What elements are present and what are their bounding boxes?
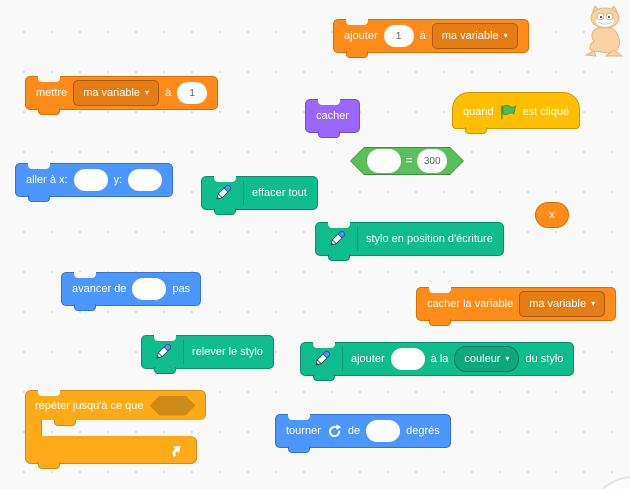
block-move-steps[interactable]: avancer de pas [61, 272, 202, 311]
block-turn-clockwise[interactable]: tourner de degrés [275, 414, 451, 453]
block-repeat-until[interactable]: répéter jusqu'à ce que [25, 390, 206, 469]
block-bump [318, 131, 340, 138]
repeat-until-footer [25, 436, 197, 469]
pen-param-dropdown[interactable]: couleur ▾ [454, 346, 520, 372]
block-label: degrés [406, 425, 440, 437]
block-label: à [419, 30, 426, 42]
chevron-down-icon: ▾ [505, 354, 510, 363]
block-notch [154, 335, 176, 341]
block-notch [38, 390, 60, 396]
chevron-down-icon: ▾ [145, 88, 150, 97]
block-bump [465, 127, 487, 134]
block-notch [28, 163, 50, 169]
block-notch [429, 287, 451, 293]
block-label: effacer tout [252, 187, 307, 199]
operand-input-left[interactable] [367, 149, 401, 173]
variable-name: x [549, 209, 555, 221]
block-bump [28, 195, 50, 202]
block-label: ajouter [344, 30, 378, 42]
dropdown-value: couleur [464, 353, 501, 365]
boolean-condition-slot[interactable] [150, 396, 196, 416]
block-label: du stylo [525, 353, 564, 365]
dropdown-value: ma variable [83, 87, 141, 99]
block-label: à [165, 87, 172, 99]
variable-dropdown[interactable]: ma variable ▾ [431, 23, 518, 49]
variable-x-reporter[interactable]: x [535, 202, 569, 228]
block-notch [214, 176, 236, 182]
block-bump [38, 108, 60, 115]
block-label: stylo en position d'écriture [366, 233, 493, 245]
chevron-down-icon: ▾ [591, 299, 596, 308]
block-label: est cliqué [522, 106, 570, 118]
green-flag-icon [500, 104, 516, 119]
block-label: relever le stylo [192, 346, 263, 358]
value-input[interactable]: 1 [383, 25, 414, 47]
block-label: cacher la variable [427, 298, 514, 310]
block-notch [346, 19, 368, 25]
operand-input-right[interactable]: 300 [417, 149, 447, 173]
value-input[interactable]: 1 [177, 82, 208, 104]
variable-dropdown[interactable]: ma variable ▾ [73, 80, 160, 106]
block-hide-variable[interactable]: cacher la variable ma variable ▾ [416, 287, 617, 326]
amount-input[interactable] [390, 348, 425, 370]
block-notch [318, 99, 340, 105]
block-label: mettre [36, 87, 68, 99]
block-bump [214, 208, 236, 215]
block-label: tourner [286, 425, 321, 437]
block-label: cacher [316, 110, 350, 122]
block-notch [38, 76, 60, 82]
block-notch [74, 272, 96, 278]
corner-arc-decoration [586, 476, 630, 489]
block-equals-operator[interactable]: = 300 [350, 147, 464, 175]
block-label: répéter jusqu'à ce que [35, 399, 144, 412]
mouth-bump [54, 420, 76, 426]
block-bump [38, 462, 60, 469]
block-notch [328, 222, 350, 228]
block-label: ajouter [351, 353, 385, 365]
pen-icon [311, 347, 343, 371]
block-bump [313, 374, 335, 381]
chevron-down-icon: ▾ [503, 31, 508, 40]
block-label: y: [113, 174, 123, 186]
block-change-pen-color[interactable]: ajouter à la couleur ▾ du stylo [300, 342, 575, 381]
block-label: avancer de [72, 283, 127, 295]
degrees-input[interactable] [366, 420, 401, 442]
pen-icon [326, 227, 358, 251]
block-erase-all[interactable]: effacer tout [201, 176, 318, 215]
block-bump [288, 446, 310, 453]
block-hide[interactable]: cacher [305, 99, 361, 138]
x-input[interactable] [73, 169, 108, 191]
rotate-clockwise-icon [328, 423, 342, 437]
block-label: pas [172, 283, 191, 295]
c-block-arm [25, 420, 42, 436]
repeat-until-header[interactable]: répéter jusqu'à ce que [25, 390, 206, 426]
pen-icon [152, 340, 184, 364]
dropdown-value: ma variable [529, 298, 587, 310]
block-bump [74, 304, 96, 311]
scratch-cat-logo [584, 5, 624, 57]
variable-dropdown[interactable]: ma variable ▾ [519, 291, 606, 317]
block-label: aller à x: [26, 174, 68, 186]
block-set-variable[interactable]: mettre ma variable ▾ à 1 [25, 76, 219, 115]
block-bump [328, 254, 350, 261]
block-go-to-xy[interactable]: aller à x: y: [15, 163, 174, 202]
block-label: de [347, 425, 361, 437]
dropdown-value: ma variable [441, 30, 499, 42]
pen-icon [212, 181, 244, 205]
block-when-flag-clicked[interactable]: quand est cliqué [452, 92, 581, 134]
block-bump [429, 319, 451, 326]
block-label: quand [463, 106, 494, 118]
steps-input[interactable] [132, 278, 167, 300]
block-pen-up[interactable]: relever le stylo [141, 335, 274, 374]
loop-arrow-icon [172, 445, 181, 457]
y-input[interactable] [128, 169, 163, 191]
operator-symbol: = [405, 155, 413, 167]
block-notch [288, 414, 310, 420]
block-label: à la [430, 353, 449, 365]
block-pen-down[interactable]: stylo en position d'écriture [315, 222, 504, 261]
block-bump [346, 51, 368, 58]
block-bump [154, 367, 176, 374]
block-change-variable-by[interactable]: ajouter 1 à ma variable ▾ [333, 19, 529, 58]
block-notch [313, 342, 335, 348]
